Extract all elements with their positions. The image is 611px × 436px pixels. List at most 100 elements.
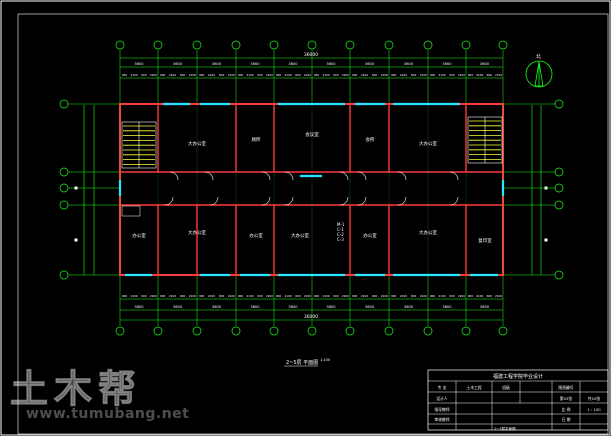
sub-dimension: 900 xyxy=(314,73,320,77)
title-block-cell: 共10张 xyxy=(588,396,601,401)
axis-bubble-top xyxy=(307,40,317,50)
sub-dimension: 2100 xyxy=(458,294,465,298)
sub-dimension: 600 xyxy=(219,73,225,77)
watermark-brand: 土木帮 xyxy=(9,366,143,412)
sub-dimension: 600 xyxy=(295,73,301,77)
stair-right xyxy=(467,116,503,164)
sub-dimension: 2100 xyxy=(150,294,157,298)
room-labels: 大办公室厕所会议室会所大办公室办公室大办公室办公室大办公室办公室大办公室复印室 xyxy=(132,131,492,244)
axis-bubble-top xyxy=(384,40,394,50)
bay-dimension: 3600 xyxy=(134,305,144,309)
sub-dimension: 2100 xyxy=(130,73,137,77)
bay-dimension: 3600 xyxy=(288,305,298,309)
bay-dimension: 3600 xyxy=(173,305,183,309)
partition-walls xyxy=(157,104,467,275)
sub-dimension: 900 xyxy=(276,294,282,298)
sub-dimension: 2100 xyxy=(322,294,329,298)
sub-dimension: 900 xyxy=(199,73,205,77)
axis-bubble-left xyxy=(59,270,69,280)
sub-dimension: 600 xyxy=(372,294,378,298)
sub-dimension: 600 xyxy=(295,294,301,298)
north-label: 北 xyxy=(536,53,541,60)
sub-dimension: 900 xyxy=(352,73,358,77)
axis-bubble-bottom xyxy=(423,326,433,336)
axis-bubble-left xyxy=(59,200,69,210)
axis-bubble-left xyxy=(59,167,69,177)
title-block-cell: 班级 xyxy=(502,385,510,390)
note-line: C-2 xyxy=(337,232,344,237)
axis-bubble-top xyxy=(498,40,508,50)
grid-lines xyxy=(119,104,504,275)
sub-dimension: 2100 xyxy=(266,73,273,77)
note-line: C-3 xyxy=(337,237,344,242)
drawing-title-text: 2~5层 平面图 xyxy=(286,360,318,366)
sub-dimension: 2100 xyxy=(420,73,427,77)
sub-dimension: 2100 xyxy=(246,73,253,77)
bay-dimension: 3600 xyxy=(212,305,222,309)
sub-dimension: 2100 xyxy=(342,294,349,298)
axis-bubble-left xyxy=(59,99,69,109)
sub-dimension: 900 xyxy=(160,73,166,77)
axis-bubble-left xyxy=(59,183,69,193)
sub-dimension: 2100 xyxy=(495,294,502,298)
axis-bubbles-right xyxy=(503,99,564,280)
sub-dimension: 2100 xyxy=(228,73,235,77)
bay-dimension: 3600 xyxy=(442,62,452,66)
room-label-bottom: 大办公室 xyxy=(188,229,206,236)
sub-dimension: 2100 xyxy=(246,294,253,298)
axis-bubbles-left xyxy=(59,99,548,280)
sub-dimension: 2100 xyxy=(361,73,368,77)
sub-dimension: 900 xyxy=(238,294,244,298)
axis-bubble-bottom xyxy=(269,326,279,336)
title-block-cell: 图纸编号 xyxy=(558,385,573,390)
overall-dimension-top: 36000 xyxy=(304,52,318,58)
room-label-bottom: 大办公室 xyxy=(419,229,437,236)
room-label-top: 厕所 xyxy=(252,136,261,143)
opening-schedule-note: M-1 C-1 C-2 C-3 xyxy=(337,222,345,242)
room-label-bottom: 大办公室 xyxy=(291,232,309,239)
sub-dimension: 2100 xyxy=(208,73,215,77)
sub-dimension: 600 xyxy=(257,73,263,77)
drawing-scale-text: 1:100 xyxy=(320,358,330,362)
sub-dimension: 2100 xyxy=(361,294,368,298)
sub-dimension: 2100 xyxy=(400,73,407,77)
axis-bubbles-bottom xyxy=(115,275,508,336)
drawing-title: 2~5层 平面图 1:100 xyxy=(284,358,330,367)
axis-bubble-bottom xyxy=(231,326,241,336)
north-arrow: 北 xyxy=(525,53,553,88)
title-block-cell: 1 : 100 xyxy=(587,407,601,412)
sub-dimension: 900 xyxy=(352,294,358,298)
axis-bubble-bottom xyxy=(345,326,355,336)
windows xyxy=(118,102,505,277)
bay-dimension: 3600 xyxy=(326,305,336,309)
sub-dimension: 2100 xyxy=(400,294,407,298)
sub-dimension: 2100 xyxy=(150,73,157,77)
sub-dimension: 600 xyxy=(372,73,378,77)
bay-dimension: 3600 xyxy=(173,62,183,66)
axis-bubble-bottom xyxy=(461,326,471,336)
dimension-lines-side xyxy=(83,105,542,275)
sub-dimension: 900 xyxy=(160,294,166,298)
room-label-top: 大办公室 xyxy=(419,140,437,147)
watermark-url: www.tumubang.net xyxy=(26,406,190,422)
bay-dimension: 3600 xyxy=(288,62,298,66)
dimension-lines-bottom xyxy=(120,298,503,321)
sub-dimension: 2100 xyxy=(266,294,273,298)
axis-bubble-top xyxy=(461,40,471,50)
bay-dimension: 3600 xyxy=(250,305,260,309)
axis-bubble-top xyxy=(345,40,355,50)
sub-dimension: 2100 xyxy=(208,294,215,298)
sub-dimension: 900 xyxy=(238,73,244,77)
bay-dimension: 3600 xyxy=(365,62,375,66)
overall-dimension-bottom: 36000 xyxy=(304,314,318,320)
note-line: C-1 xyxy=(337,227,344,232)
bay-dimension: 3600 xyxy=(326,62,336,66)
sub-dimension: 2100 xyxy=(228,294,235,298)
axis-bubble-bottom xyxy=(307,326,317,336)
sub-dimension: 900 xyxy=(122,294,128,298)
room-label-top: 大办公室 xyxy=(188,140,206,147)
sub-dimension: 600 xyxy=(180,294,186,298)
sub-dimension: 600 xyxy=(449,73,455,77)
